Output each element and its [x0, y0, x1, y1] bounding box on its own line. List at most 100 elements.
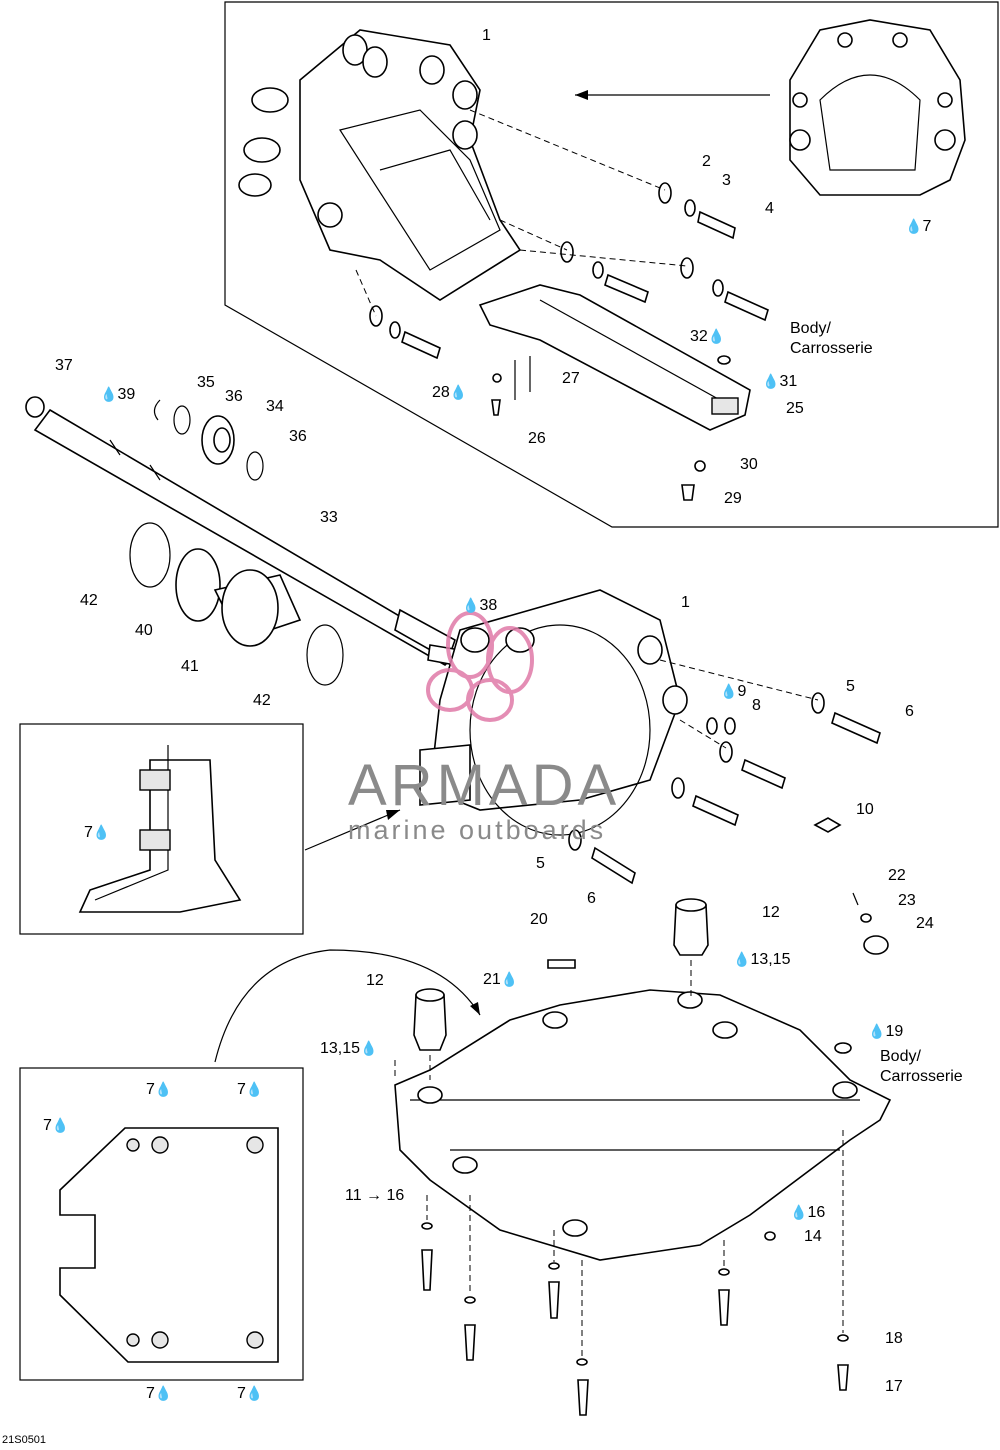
- callout-30: 30: [740, 456, 758, 473]
- callout-32: 32💧: [690, 328, 726, 345]
- callout-18: 18: [885, 1330, 903, 1347]
- sealant-drop-icon: 💧: [905, 218, 923, 234]
- callout-42a: 42: [80, 592, 98, 609]
- callout-28: 28💧: [432, 384, 468, 401]
- callout-9: 💧9: [720, 683, 747, 700]
- callout-22: 22: [888, 867, 906, 884]
- callout-40: 40: [135, 622, 153, 639]
- callout-34: 34: [266, 398, 284, 415]
- callout-33: 33: [320, 509, 338, 526]
- callout-carrosserie-2: Carrosserie: [880, 1068, 963, 1085]
- callout-24: 24: [916, 915, 934, 932]
- sealant-drop-icon: 💧: [449, 384, 468, 400]
- watermark-logo: [426, 611, 534, 722]
- callout-7e: 7💧: [43, 1117, 70, 1134]
- drive-shaft-33: [25, 396, 462, 666]
- callout-20: 20: [530, 911, 548, 928]
- callout-13-15a: 💧13,15: [733, 951, 791, 968]
- under-screws: [421, 1222, 849, 1416]
- callout-1: 1: [482, 27, 491, 44]
- callout-8: 8: [752, 697, 761, 714]
- callout-38: 💧38: [462, 597, 498, 614]
- callout-14: 14: [804, 1228, 822, 1245]
- sealant-drop-icon: 💧: [720, 683, 738, 699]
- callout-23: 23: [898, 892, 916, 909]
- pump-housing-top: [238, 29, 522, 301]
- callout-body-2: Body/: [880, 1048, 921, 1065]
- callout-4: 4: [765, 200, 774, 217]
- seal-rings: [153, 399, 264, 481]
- sealant-drop-icon: 💧: [462, 597, 480, 613]
- middle-hardware: [568, 692, 881, 885]
- callout-body: Body/: [790, 320, 831, 337]
- callout-12b: 12: [366, 972, 384, 989]
- sealant-drop-icon: 💧: [360, 1040, 378, 1056]
- callout-2: 2: [702, 153, 711, 170]
- pin-20: [547, 959, 576, 969]
- small-screws: [491, 355, 731, 501]
- callout-6b: 6: [587, 890, 596, 907]
- curve-arrow: [214, 949, 481, 1063]
- callout-41: 41: [181, 658, 199, 675]
- callout-42b: 42: [253, 692, 271, 709]
- callout-5a: 5: [846, 678, 855, 695]
- callout-17: 17: [885, 1378, 903, 1395]
- sealant-drop-icon: 💧: [154, 1385, 173, 1401]
- callout-16: 💧16: [790, 1204, 826, 1221]
- ride-plate: [394, 989, 892, 1261]
- support-plate-25: [478, 284, 751, 431]
- callout-37: 37: [55, 357, 73, 374]
- callout-36b: 36: [289, 428, 307, 445]
- parts-22-24: [834, 892, 889, 1054]
- callout-10: 10: [856, 801, 874, 818]
- inset-plate-top: [59, 1127, 279, 1363]
- callout-7b: 7💧: [84, 824, 111, 841]
- callout-6a: 6: [905, 703, 914, 720]
- inset-box-lower: [19, 1067, 304, 1381]
- callout-25: 25: [786, 400, 804, 417]
- callout-7g: 7💧: [237, 1385, 264, 1402]
- sealant-drop-icon: 💧: [92, 824, 111, 840]
- callout-39: 💧39: [100, 386, 136, 403]
- boot-clamps: [129, 522, 344, 686]
- sealant-drop-icon: 💧: [707, 328, 726, 344]
- callout-carrosserie: Carrosserie: [790, 340, 873, 357]
- sealant-drop-icon: 💧: [868, 1023, 886, 1039]
- sealant-drop-icon: 💧: [762, 373, 780, 389]
- callout-19: 💧19: [868, 1023, 904, 1040]
- callout-3: 3: [722, 172, 731, 189]
- callout-12a: 12: [762, 904, 780, 921]
- callout-5b: 5: [536, 855, 545, 872]
- sealant-drop-icon: 💧: [100, 386, 118, 402]
- callout-31: 💧31: [762, 373, 798, 390]
- callout-7f: 7💧: [146, 1385, 173, 1402]
- sealant-drop-icon: 💧: [154, 1081, 173, 1097]
- sealant-drop-icon: 💧: [733, 951, 751, 967]
- nozzles: [413, 898, 709, 1051]
- watermark-subtitle: marine outboards: [348, 815, 607, 845]
- callout-13-15b: 13,15💧: [320, 1040, 378, 1057]
- callout-36a: 36: [225, 388, 243, 405]
- callout-27: 27: [562, 370, 580, 387]
- callout-29: 29: [724, 490, 742, 507]
- drawing-code: 21S0501: [2, 1434, 47, 1446]
- top-detail-frame: [224, 1, 999, 528]
- sealant-drop-icon: 💧: [245, 1385, 264, 1401]
- sealant-drop-icon: 💧: [500, 971, 519, 987]
- top-hardware: [369, 182, 769, 360]
- callout-7d: 7💧: [237, 1081, 264, 1098]
- callout-7c: 7💧: [146, 1081, 173, 1098]
- callout-11-16: 11 → 16: [345, 1187, 405, 1204]
- callout-7: 💧7: [905, 218, 932, 235]
- watermark-title: ARMADA: [348, 753, 621, 818]
- callout-35: 35: [197, 374, 215, 391]
- sealant-drop-icon: 💧: [245, 1081, 264, 1097]
- inset-housing-side: [78, 745, 242, 913]
- sealant-drop-icon: 💧: [51, 1117, 70, 1133]
- callout-26: 26: [528, 430, 546, 447]
- sealant-drop-icon: 💧: [790, 1204, 808, 1220]
- pump-outlet-view: [789, 19, 966, 196]
- inset-box-middle: [19, 723, 304, 935]
- callout-1b: 1: [681, 594, 690, 611]
